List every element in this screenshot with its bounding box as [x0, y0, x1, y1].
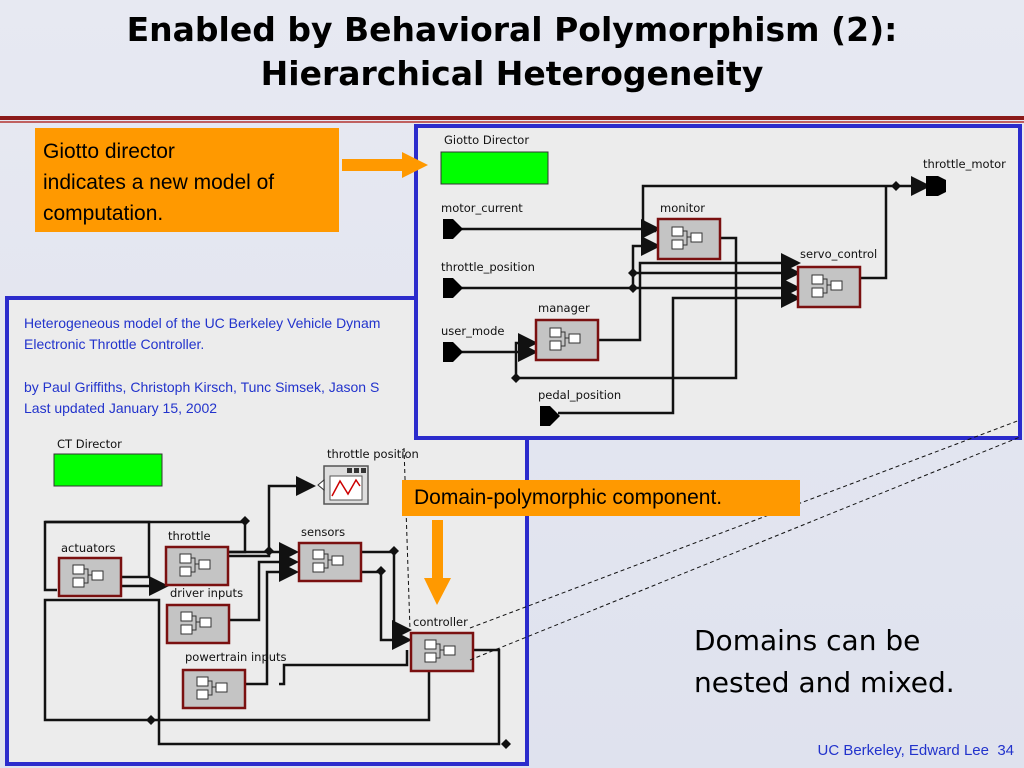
title-rule	[0, 116, 1024, 120]
throttle-motor-label: throttle_motor	[923, 157, 1006, 171]
giotto-wires	[460, 176, 931, 415]
page-number: 34	[997, 742, 1014, 759]
giotto-director-icon[interactable]	[440, 151, 549, 185]
throttle-label: throttle	[168, 529, 211, 543]
actuators-label: actuators	[61, 541, 115, 555]
sensors-label: sensors	[301, 525, 345, 539]
throttle-motor-port-icon[interactable]	[926, 176, 946, 196]
ct-junctions	[146, 516, 511, 749]
slide-title-line1: Enabled by Behavioral Polymorphism (2):	[126, 10, 898, 49]
giotto-callout-line1: Giotto director	[43, 140, 175, 163]
controller-label: controller	[413, 615, 468, 629]
title-rule-thin	[0, 121, 1024, 123]
zoom-lines	[403, 419, 1021, 661]
ct-throttle-position-label: throttle position	[327, 447, 419, 461]
giotto-callout: Giotto director indicates a new model of…	[35, 128, 339, 232]
throttle-position-label: throttle_position	[441, 260, 535, 274]
callout-arrow-right	[342, 152, 428, 178]
nested-domains-note: Domains can be nested and mixed.	[694, 620, 994, 704]
ct-wires	[43, 476, 501, 746]
domain-polymorphic-callout: Domain-polymorphic component.	[402, 480, 800, 516]
footer-text: UC Berkeley, Edward Lee	[817, 742, 989, 759]
slide-title: Enabled by Behavioral Polymorphism (2): …	[0, 8, 1024, 96]
pedal-position-label: pedal_position	[538, 388, 621, 402]
servo-control-label: servo_control	[800, 247, 877, 261]
giotto-callout-line3: computation.	[43, 202, 164, 225]
giotto-callout-line2: indicates a new model of	[43, 171, 275, 194]
ct-model-diagram: Heterogeneous model of the UC Berkeley V…	[24, 315, 511, 749]
giotto-model-diagram: Giotto Director motor_current throttle_p…	[440, 133, 1006, 426]
callout-arrow-down	[424, 520, 451, 605]
ct-desc-line2: Electronic Throttle Controller.	[24, 336, 204, 352]
plotter-icon[interactable]	[317, 465, 369, 505]
user-mode-label: user_mode	[441, 324, 504, 338]
giotto-junctions	[511, 181, 901, 383]
motor-current-label: motor_current	[441, 201, 523, 215]
slide-title-line2: Hierarchical Heterogeneity	[260, 54, 764, 93]
driver-inputs-label: driver inputs	[170, 586, 243, 600]
ct-director-label: CT Director	[57, 437, 122, 451]
giotto-director-label: Giotto Director	[444, 133, 529, 147]
giotto-model-panel: Giotto Director motor_current throttle_p…	[414, 124, 1022, 440]
nested-domains-line2: nested and mixed.	[694, 666, 955, 699]
manager-label: manager	[538, 301, 590, 315]
nested-domains-line1: Domains can be	[694, 624, 921, 657]
ct-desc-line5: Last updated January 15, 2002	[24, 400, 217, 416]
ct-director-icon[interactable]	[53, 453, 163, 487]
powertrain-inputs-label: powertrain inputs	[185, 650, 287, 664]
ct-desc-line4: by Paul Griffiths, Christoph Kirsch, Tun…	[24, 379, 379, 395]
ct-desc-line1: Heterogeneous model of the UC Berkeley V…	[24, 315, 380, 331]
slide-footer: UC Berkeley, Edward Lee 34	[760, 742, 1015, 759]
monitor-label: monitor	[660, 201, 705, 215]
